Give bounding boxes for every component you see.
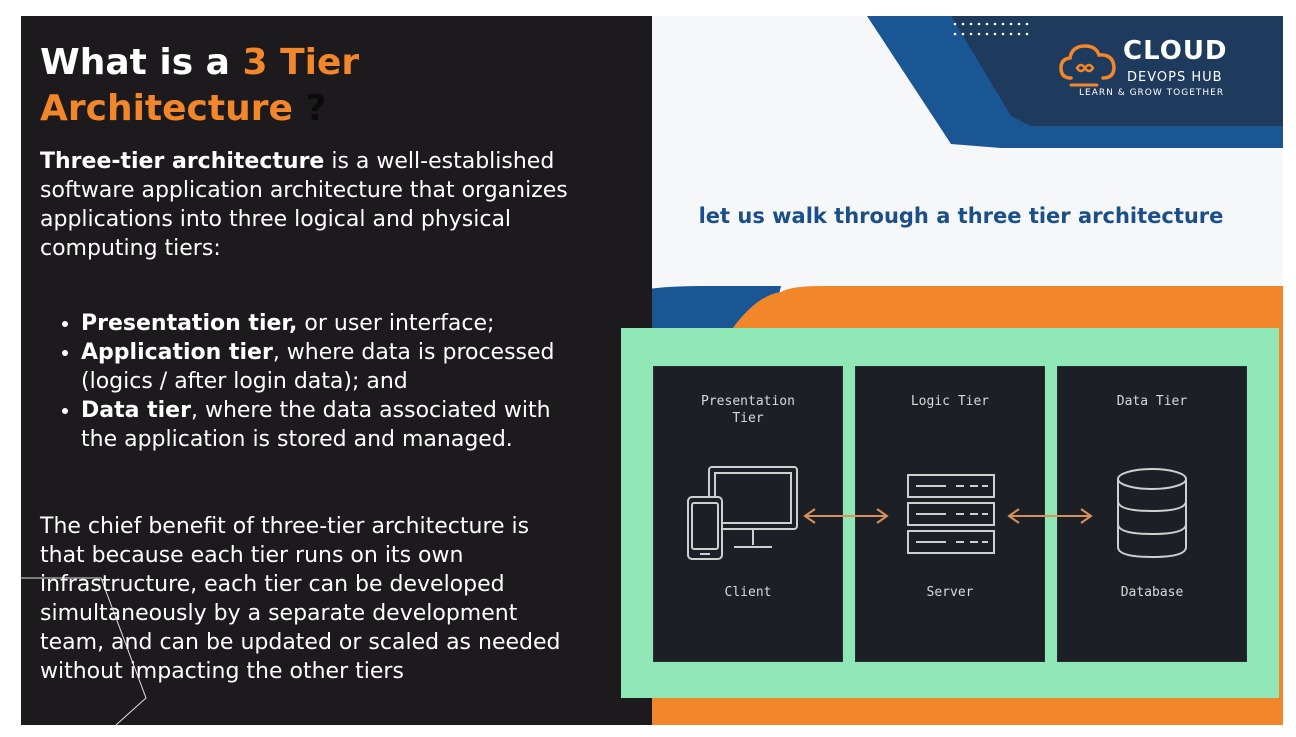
tier-label: Client <box>724 585 772 600</box>
tier-title-line: Logic Tier <box>910 394 990 409</box>
tier-title: Logic Tier <box>856 393 1044 410</box>
decorative-dots <box>953 22 1029 36</box>
brand-logo: CLOUD DEVOPS HUB LEARN & GROW TOGETHER <box>1057 36 1237 106</box>
server-rack-icon <box>907 474 995 554</box>
bidirectional-arrow-icon <box>1007 508 1093 524</box>
tier-title: Presentation Tier <box>654 393 842 427</box>
logo-text-devops-hub: DEVOPS HUB <box>1127 70 1223 85</box>
tier-title: Data Tier <box>1058 393 1246 410</box>
decorative-lines <box>21 577 147 725</box>
title-highlight: 3 Tier Architecture <box>40 42 360 129</box>
list-item-bold: Data tier <box>81 398 191 423</box>
three-tier-diagram: Presentation Tier Client Logic Tier <box>621 328 1279 698</box>
slide-title: What is a 3 Tier Architecture ? <box>40 40 600 132</box>
tier-title-line: Presentation <box>701 394 795 409</box>
list-item-rest: , where the data associated with the app… <box>81 398 551 452</box>
tier-label: Server <box>926 585 974 600</box>
tier-list: Presentation tier, or user interface; Ap… <box>81 309 581 454</box>
tier-label: Database <box>1120 585 1184 600</box>
list-item: Presentation tier, or user interface; <box>81 309 581 338</box>
intro-bold: Three-tier architecture <box>40 149 325 174</box>
title-suffix: ? <box>292 88 327 129</box>
list-item-rest: or user interface; <box>297 311 495 336</box>
benefit-paragraph: The chief benefit of three-tier architec… <box>40 514 561 684</box>
intro-rest: is a well-established software applicati… <box>40 149 568 261</box>
cloud-infinity-icon <box>1059 44 1116 87</box>
bidirectional-arrow-icon <box>803 508 889 524</box>
title-prefix: What is a <box>40 42 243 83</box>
tier-title-line: Data Tier <box>1116 394 1188 409</box>
intro-paragraph: Three-tier architecture is a well-establ… <box>40 147 580 263</box>
list-item: Application tier, where data is processe… <box>81 338 581 396</box>
database-icon <box>1117 468 1187 559</box>
list-item-bold: Presentation tier, <box>81 311 298 336</box>
logo-tagline: LEARN & GROW TOGETHER <box>1079 88 1225 98</box>
tier-card-presentation: Presentation Tier Client <box>653 366 843 662</box>
list-item-bold: Application tier <box>81 340 273 365</box>
tier-title-line: Tier <box>732 411 764 426</box>
list-item-rest: , where data is processed (logics / afte… <box>81 340 555 394</box>
walkthrough-heading: let us walk through a three tier archite… <box>698 204 1224 228</box>
left-text-panel: What is a 3 Tier Architecture ? Three-ti… <box>21 16 652 725</box>
list-item: Data tier, where the data associated wit… <box>81 396 581 454</box>
slide: What is a 3 Tier Architecture ? Three-ti… <box>21 16 1283 725</box>
logo-text-cloud: CLOUD <box>1123 36 1228 66</box>
monitor-phone-icon <box>687 466 798 560</box>
